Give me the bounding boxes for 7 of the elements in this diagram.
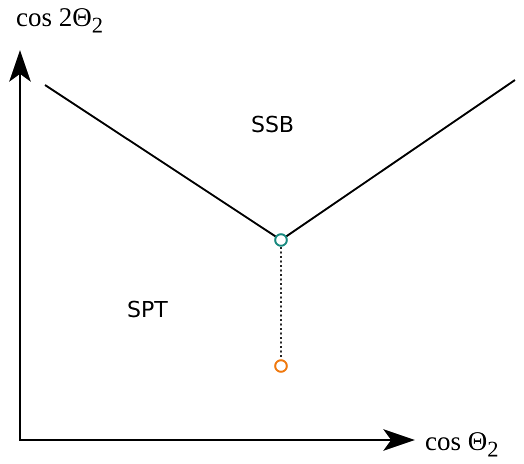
region-label: SPT [127, 300, 168, 322]
point-marker [274, 359, 288, 373]
axis-label: cos 2Θ$_{2}$ [16, 4, 103, 37]
axis-label: cos Θ$_{2}$ [425, 428, 498, 461]
point-marker [274, 233, 288, 247]
region-label: SSB [251, 115, 294, 137]
connector-line [280, 247, 282, 359]
